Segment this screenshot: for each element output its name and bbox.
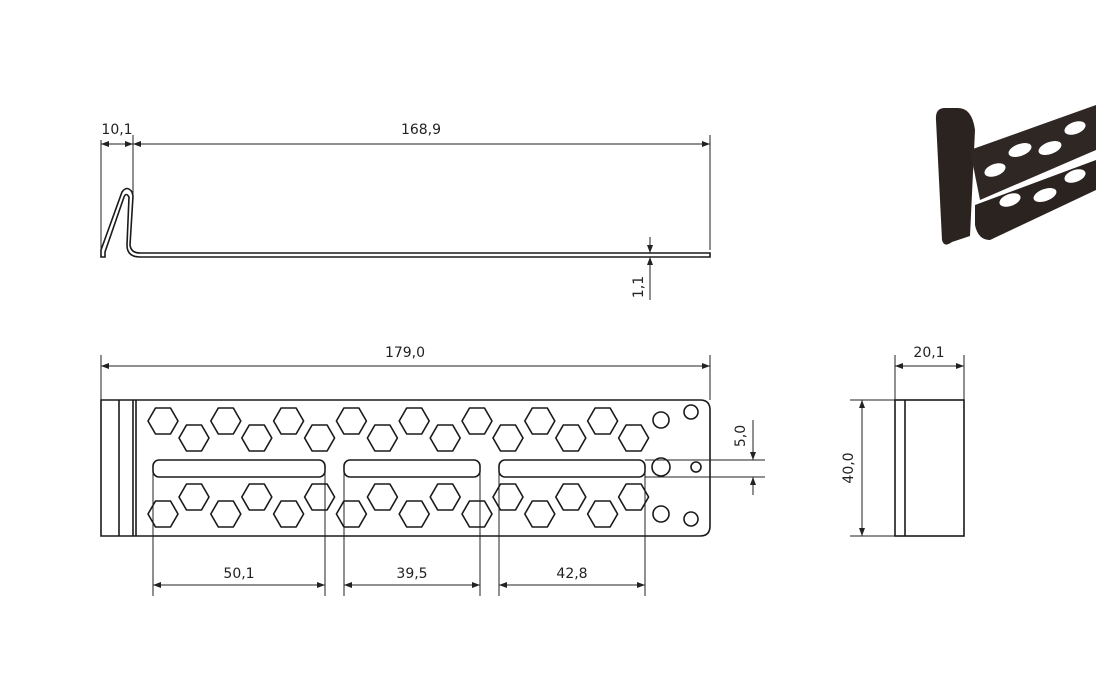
hex-hole <box>272 407 305 435</box>
hex-hole <box>272 500 305 528</box>
side-profile <box>100 187 711 258</box>
hex-hole <box>617 483 650 511</box>
dim-length: 168,9 <box>401 122 441 138</box>
mount-hole <box>652 505 670 523</box>
hex-hole <box>178 424 210 452</box>
hex-hole <box>429 424 462 452</box>
hex-hole <box>523 407 556 435</box>
hex-hole <box>523 500 556 528</box>
hex-hole <box>241 483 273 511</box>
hex-hole <box>335 500 368 528</box>
dim-end-height: 40,0 <box>841 452 857 483</box>
mount-hole <box>683 511 699 527</box>
dim-end-width: 20,1 <box>913 345 944 361</box>
slot-3 <box>498 459 646 478</box>
hex-hole <box>210 500 242 528</box>
dim-slot-2: 39,5 <box>396 566 427 582</box>
dim-slot-1: 50,1 <box>223 566 254 582</box>
hex-hole <box>492 424 524 452</box>
hex-hole <box>210 407 242 435</box>
mount-hole <box>651 457 671 477</box>
hex-hole <box>366 483 399 511</box>
dim-thickness: 1,1 <box>631 276 647 298</box>
hex-hole <box>398 500 431 528</box>
mount-hole <box>652 411 670 429</box>
hex-hole <box>147 500 179 528</box>
hex-hole <box>586 500 619 528</box>
dim-hook-width: 10,1 <box>101 122 132 138</box>
product-photo <box>935 105 1096 245</box>
hex-hole <box>366 424 399 452</box>
dim-total-length: 179,0 <box>385 345 425 361</box>
hex-hole <box>554 483 587 511</box>
hex-hole <box>429 483 462 511</box>
hex-hole <box>586 407 619 435</box>
side-view: 10,1 168,9 1,1 <box>100 122 711 300</box>
dim-offset: 5,0 <box>733 425 749 447</box>
hex-hole <box>461 407 493 435</box>
hex-hole <box>241 424 273 452</box>
hex-hole <box>617 424 650 452</box>
hex-hole <box>335 407 368 435</box>
hex-hole <box>492 483 524 511</box>
slot-2 <box>343 459 481 478</box>
hex-hole <box>303 483 336 511</box>
mount-hole <box>690 461 702 473</box>
end-outline <box>894 399 965 537</box>
hex-hole <box>461 500 493 528</box>
hex-hole <box>178 483 210 511</box>
end-view: 20,1 40,0 <box>841 345 965 537</box>
hex-hole <box>147 407 179 435</box>
slot-1 <box>152 459 326 478</box>
hex-hole <box>398 407 431 435</box>
hex-hole <box>303 424 336 452</box>
top-view: 179,0 50,1 39,5 42,8 5,0 <box>100 345 765 596</box>
dim-slot-3: 42,8 <box>556 566 587 582</box>
plate-outline <box>100 399 711 537</box>
mount-hole <box>683 404 699 420</box>
hex-hole <box>554 424 587 452</box>
